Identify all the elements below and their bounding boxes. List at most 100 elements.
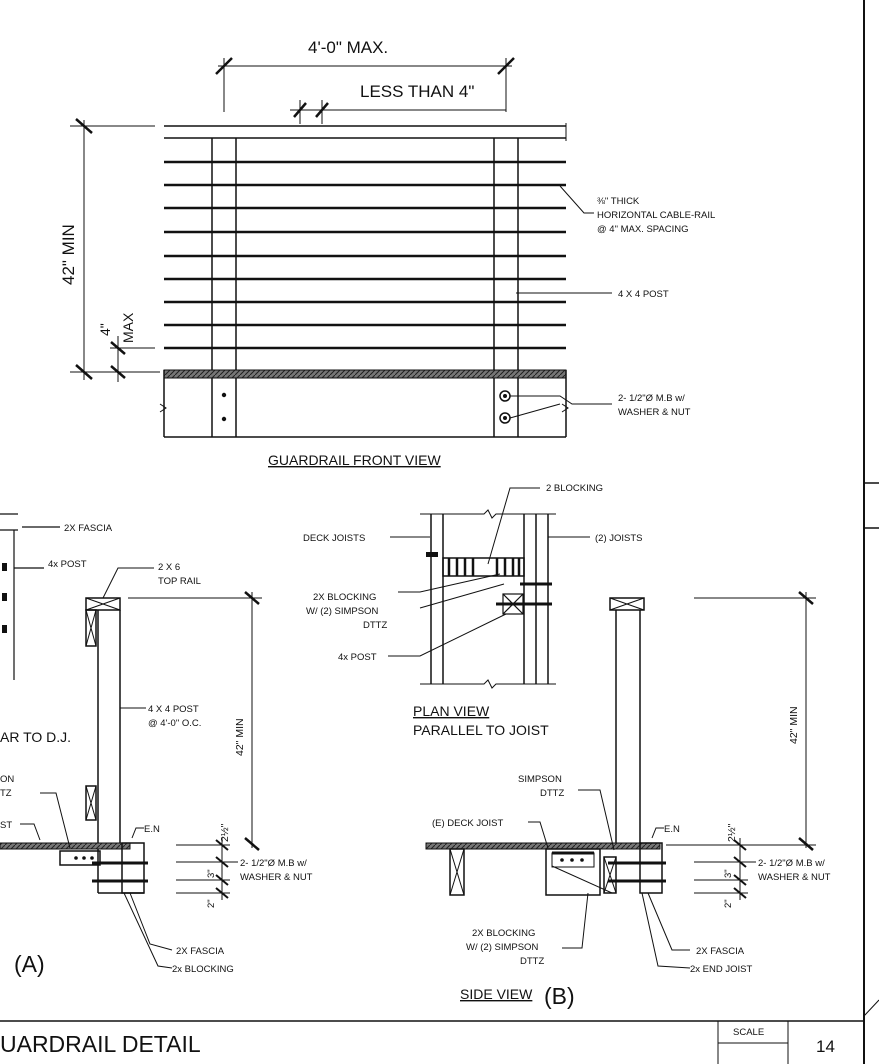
note-cable-3: @ 4" MAX. SPACING (597, 224, 689, 235)
side-a-dim-small (176, 838, 230, 900)
side-a-dim-3: 3" (206, 869, 217, 878)
side-b-label: (B) (544, 983, 575, 1009)
plan-blocking (426, 552, 525, 577)
side-b-simpson-1: SIMPSON (518, 774, 562, 785)
fascia-board (159, 370, 569, 438)
side-a-dim-2: 2" (206, 899, 217, 908)
dim-bottom-gap (110, 336, 155, 382)
side-b-blocking-1: 2X BLOCKING (472, 928, 535, 939)
note-2-blocking: 2 BLOCKING (546, 483, 603, 494)
bolt-dot-left-bottom (221, 416, 227, 422)
side-a-cut-1: ON (0, 774, 14, 785)
side-b-blocking-3: DTTZ (520, 956, 544, 967)
side-a-cut-3: ST (0, 820, 12, 831)
side-a-dim-2half: 2½" (219, 823, 231, 842)
dim-bottom-b: MAX (120, 312, 136, 343)
side-a-framing (59, 842, 148, 894)
bolt-right-bottom (499, 412, 511, 424)
side-a-dim-42-label: 42" MIN (234, 718, 246, 756)
side-b-nail-2 (570, 858, 574, 862)
sheet-border (863, 0, 879, 1064)
title-block: UARDRAIL DETAIL SCALE 14 (0, 1020, 864, 1064)
side-a-nail-3 (90, 856, 94, 860)
dim-width-label: 4'-0" MAX. (308, 38, 388, 57)
side-b-dim-2half: 2½" (726, 823, 738, 842)
side-b-en: E.N (664, 824, 680, 835)
side-view-b: 42" MIN 2½" 3" 2" SIMPSON DTTZ ( (425, 591, 831, 1009)
left-plan-fragment: 2X FASCIA 4x POST AR TO D.J. (0, 513, 113, 745)
side-b-bolt-2: WASHER & NUT (758, 872, 831, 883)
note-plan-blocking-3: DTTZ (363, 620, 387, 631)
side-b-post (609, 597, 645, 846)
plan-view-title: PLAN VIEW (413, 703, 490, 719)
dim-height-label: 42" MIN (59, 224, 78, 285)
side-a-top-rail-2: TOP RAIL (158, 576, 201, 587)
side-a-nail-1 (74, 856, 78, 860)
side-a-label: (A) (14, 951, 45, 977)
side-view-a: 42" MIN 2½" 3" 2" 2 X 6 TOP R (0, 562, 313, 977)
left-view-title: AR TO D.J. (0, 729, 71, 745)
side-b-nail-3 (580, 858, 584, 862)
top-rail (164, 123, 567, 141)
side-a-dim-42 (128, 591, 262, 851)
drawing-title: UARDRAIL DETAIL (0, 1031, 201, 1057)
side-a-blocking: 2x BLOCKING (172, 964, 234, 975)
side-a-bolt-2: WASHER & NUT (240, 872, 313, 883)
plan-view-subtitle: PARALLEL TO JOIST (413, 722, 549, 738)
bolt-dot-left-top (221, 392, 227, 398)
front-view-title: GUARDRAIL FRONT VIEW (268, 452, 441, 468)
side-a-leaders (20, 567, 238, 969)
side-b-deck-joist: (E) DECK JOIST (432, 818, 503, 829)
dim-spacing (290, 100, 506, 124)
side-a-fascia: 2X FASCIA (176, 946, 225, 957)
side-a-post-1: 4 X 4 POST (148, 704, 199, 715)
dim-bottom-a: 4" (97, 323, 113, 336)
note-bolt-2: WASHER & NUT (618, 407, 691, 418)
note-post: 4 X 4 POST (618, 289, 669, 300)
note-plan-blocking-1: 2X BLOCKING (313, 592, 376, 603)
side-b-dim-3: 3" (723, 869, 734, 878)
note-plan-blocking-2: W/ (2) SIMPSON (306, 606, 378, 617)
side-b-framing (449, 842, 666, 896)
side-b-dim-42-label: 42" MIN (788, 706, 800, 744)
side-a-deck (0, 842, 131, 850)
side-a-post-2: @ 4'-0" O.C. (148, 718, 201, 729)
dim-width (215, 57, 515, 112)
note-plan-post: 4x POST (338, 652, 377, 663)
side-b-dim-2: 2" (723, 899, 734, 908)
plan-joists (420, 509, 556, 689)
bolt-right-top (499, 390, 511, 402)
note-deck-joists: DECK JOISTS (303, 533, 365, 544)
note-left-fascia: 2X FASCIA (64, 523, 113, 534)
note-left-4x-post: 4x POST (48, 559, 87, 570)
front-view: 4'-0" MAX. LESS THAN 4" 42" MIN 4" MAX (59, 38, 715, 468)
plan-leaders (388, 487, 590, 657)
deck-surface (163, 369, 567, 379)
side-b-fascia: 2X FASCIA (696, 946, 745, 957)
side-b-end-joist: 2x END JOIST (690, 964, 752, 975)
side-b-nail-1 (560, 858, 564, 862)
scale-label: SCALE (733, 1027, 764, 1038)
post-left (211, 138, 237, 437)
front-leaders (509, 185, 612, 419)
side-b-deck (425, 842, 661, 850)
dim-height (70, 118, 160, 380)
note-2-joists: (2) JOISTS (595, 533, 643, 544)
plan-post (496, 582, 552, 615)
side-a-cut-2: TZ (0, 788, 12, 799)
side-b-dim-small (694, 838, 748, 900)
post-right (493, 138, 519, 437)
cable-rails (164, 160, 566, 350)
side-b-simpson-2: DTTZ (540, 788, 564, 799)
side-a-bolt-1: 2- 1/2"Ø M.B w/ (240, 858, 307, 869)
plan-view: 2 BLOCKING DECK JOISTS (2) JOISTS 2X BLO… (303, 483, 643, 738)
note-cable-1: ⅜" THICK (597, 196, 640, 207)
note-bolt-1: 2- 1/2"Ø M.B w/ (618, 393, 685, 404)
side-view-title: SIDE VIEW (460, 986, 533, 1002)
side-a-post (85, 597, 121, 846)
side-b-leaders (528, 789, 756, 969)
side-a-top-rail-1: 2 X 6 (158, 562, 180, 573)
side-b-blocking-2: W/ (2) SIMPSON (466, 942, 538, 953)
note-cable-2: HORIZONTAL CABLE-RAIL (597, 210, 715, 221)
